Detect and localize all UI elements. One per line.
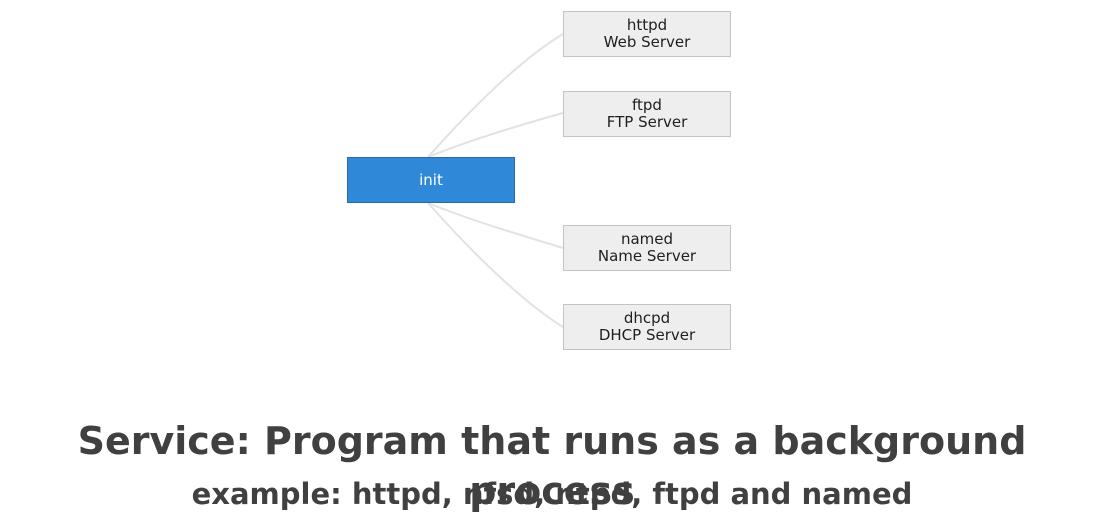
node-ftpd-name: ftpd bbox=[632, 96, 662, 114]
node-dhcpd-name: dhcpd bbox=[623, 309, 671, 327]
node-named-desc: Name Server bbox=[597, 247, 697, 265]
node-dhcpd-desc: DHCP Server bbox=[598, 326, 696, 344]
node-httpd-desc: Web Server bbox=[603, 33, 691, 51]
node-ftpd-desc: FTP Server bbox=[606, 113, 688, 131]
caption-subtitle: example: httpd, nfsd, ntpd, ftpd and nam… bbox=[191, 477, 913, 511]
node-named-name: named bbox=[620, 230, 674, 248]
node-ftpd: ftpd FTP Server bbox=[563, 91, 731, 137]
link-ftpd bbox=[427, 112, 564, 158]
node-dhcpd: dhcpd DHCP Server bbox=[563, 304, 731, 350]
node-httpd: httpd Web Server bbox=[563, 11, 731, 57]
caption-title: Service: Program that runs as a backgrou… bbox=[77, 419, 1027, 513]
node-init: init bbox=[347, 157, 515, 203]
node-init-label: init bbox=[419, 171, 443, 189]
link-dhcpd bbox=[427, 202, 564, 328]
node-httpd-name: httpd bbox=[626, 16, 668, 34]
node-named: named Name Server bbox=[563, 225, 731, 271]
link-named bbox=[427, 202, 564, 249]
link-httpd bbox=[427, 33, 564, 158]
